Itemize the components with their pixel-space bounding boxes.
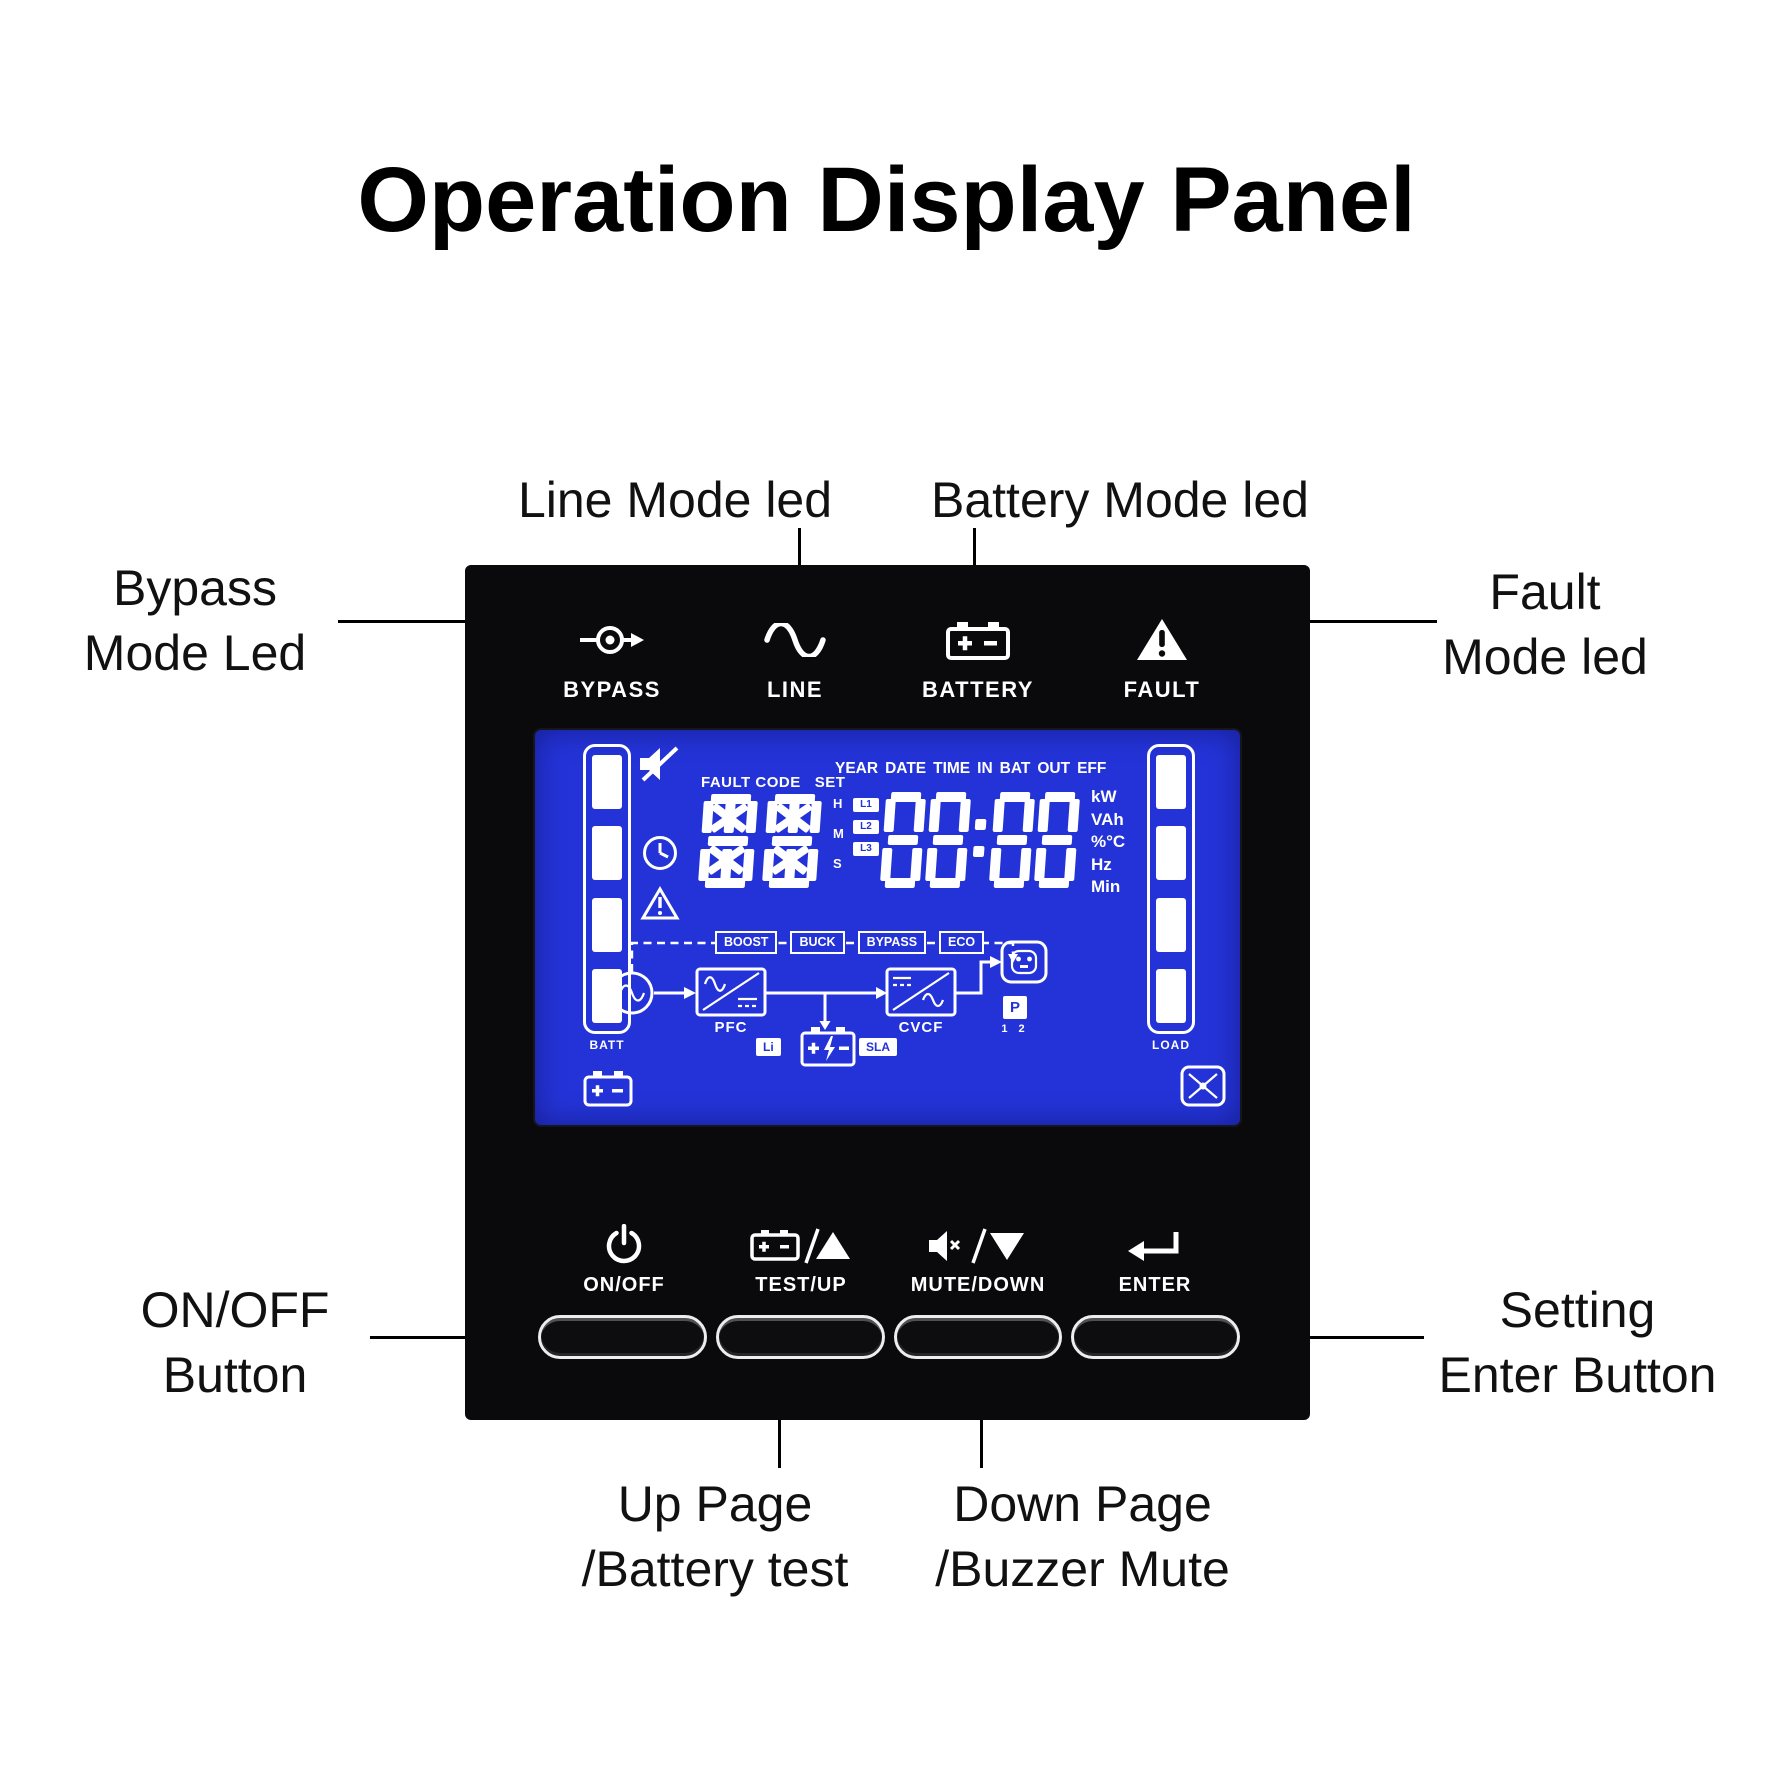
enter-control-legend: ENTER: [1065, 1220, 1245, 1297]
callout-down-page: Down Page /Buzzer Mute: [935, 1476, 1230, 1597]
mute-down-button[interactable]: [893, 1315, 1063, 1359]
testup-control-legend: TEST/UP: [711, 1220, 891, 1297]
lcd-status-row: FAULT CODE SET: [701, 774, 845, 791]
mode-buck: BUCK: [790, 931, 845, 954]
sine-wave-icon: [720, 611, 870, 669]
onoff-control-legend: ON/OFF: [534, 1220, 714, 1297]
cvcf-label: CVCF: [898, 1019, 944, 1036]
clock-icon: [641, 834, 679, 877]
leader-line-line-mode: [798, 528, 801, 566]
battery-icon: [903, 611, 1053, 669]
hms-indicators: H M S: [833, 796, 844, 871]
callout-line-mode: Line Mode led: [517, 472, 833, 528]
lcd-large-digits: [880, 792, 1086, 888]
mode-boost: BOOST: [715, 931, 778, 954]
button-row: [538, 1315, 1240, 1359]
bypass-led-label: BYPASS: [563, 677, 661, 702]
enter-arrow-icon: [1065, 1220, 1245, 1266]
sla-battery-label: SLA: [859, 1038, 897, 1056]
leader-line-fault-mode: [1309, 620, 1437, 623]
unit-indicators: kW VAh %°C Hz Min: [1091, 787, 1126, 896]
bypass-circle-arrow-icon: [537, 611, 687, 669]
pfc-label: PFC: [714, 1019, 748, 1036]
fault-mode-led: FAULT: [1087, 611, 1237, 703]
enter-button[interactable]: [1071, 1315, 1240, 1359]
leader-line-onoff: [370, 1336, 466, 1339]
callout-bypass-mode: Bypass Mode Led: [83, 560, 307, 681]
battery-led-label: BATTERY: [922, 677, 1034, 702]
line-mode-led: LINE: [720, 611, 870, 703]
lcd-header-row: YEAR DATE TIME IN BAT OUT EFF: [835, 760, 1107, 777]
mutedown-control-legend: MUTE/DOWN: [888, 1220, 1068, 1297]
mode-indicators: BOOST BUCK BYPASS ECO: [715, 931, 985, 954]
onoff-button[interactable]: [538, 1315, 707, 1359]
power-flow-diagram: [583, 940, 1226, 1107]
leader-line-battery-mode: [973, 528, 976, 566]
bypass-mode-led: BYPASS: [537, 611, 687, 703]
parallel-indicator: P: [1003, 996, 1027, 1019]
callout-up-page: Up Page /Battery test: [581, 1476, 849, 1597]
alarm-warning-icon: [640, 886, 680, 927]
lcd-small-digits: [698, 794, 833, 888]
callout-fault-mode: Fault Mode led: [1442, 564, 1648, 685]
batt-bar-label: BATT: [589, 1038, 625, 1052]
ups-display-panel: BYPASS LINE BATTERY: [465, 565, 1310, 1420]
battery-level-segments: [583, 744, 631, 1034]
line-led-label: LINE: [766, 677, 824, 702]
fault-code-label: FAULT CODE: [701, 774, 801, 791]
battery-test-up-icon: [711, 1220, 891, 1266]
speaker-mute-icon: [637, 744, 683, 789]
leader-line-setting-enter: [1309, 1336, 1424, 1339]
power-icon: [534, 1220, 714, 1266]
load-level-bar: LOAD: [1147, 744, 1195, 1052]
test-up-button[interactable]: [715, 1315, 885, 1359]
callout-setting-enter-button: Setting Enter Button: [1438, 1282, 1717, 1403]
li-battery-label: Li: [756, 1038, 781, 1056]
leader-line-bypass-mode: [338, 620, 466, 623]
mode-eco: ECO: [939, 931, 985, 954]
mute-down-icon: [888, 1220, 1068, 1266]
warning-triangle-icon: [1087, 611, 1237, 669]
load-bar-label: LOAD: [1152, 1038, 1190, 1052]
mode-bypass: BYPASS: [857, 931, 927, 954]
callout-onoff-button: ON/OFF Button: [140, 1282, 330, 1403]
set-label: SET: [814, 774, 846, 791]
page-title: Operation Display Panel: [357, 149, 1416, 251]
fault-led-label: FAULT: [1123, 677, 1201, 702]
load-level-segments: [1147, 744, 1195, 1034]
callout-battery-mode: Battery Mode led: [931, 472, 1309, 528]
battery-mode-led: BATTERY: [903, 611, 1053, 703]
parallel-number: 1 2: [1001, 1023, 1029, 1035]
battery-level-bar: BATT: [583, 744, 631, 1052]
lcd-display: BATT LOAD: [535, 730, 1240, 1125]
phase-indicators: L1 L2 L3: [853, 798, 879, 856]
